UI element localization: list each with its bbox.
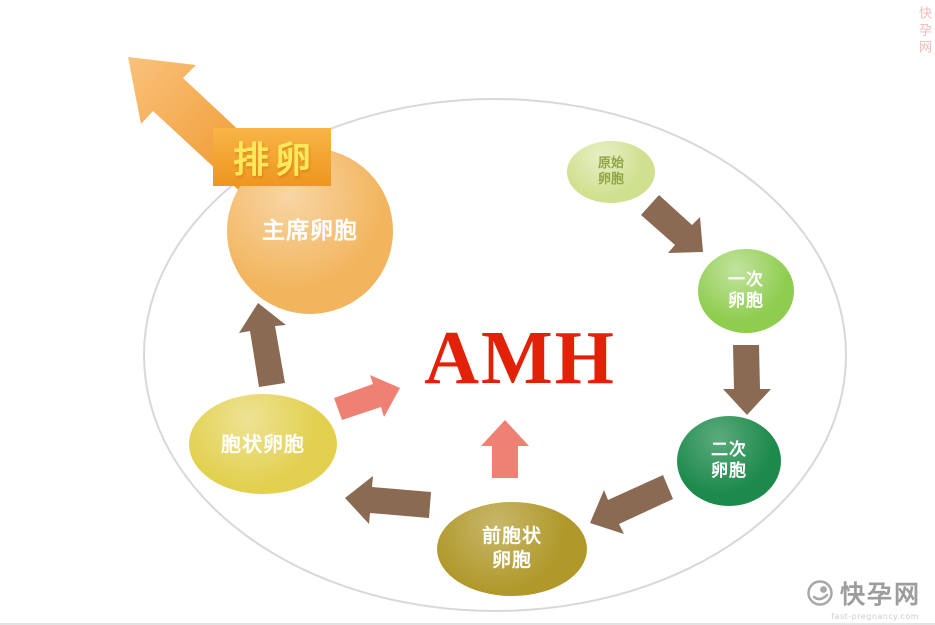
node-preantral-label: 前胞状 卵胞 [481, 525, 542, 571]
site-watermark-text: 快孕网 [839, 580, 921, 609]
node-antral-follicle: 胞状卵胞 [189, 394, 337, 494]
node-primordial-label: 原始 卵胞 [597, 156, 624, 187]
node-secondary-label: 二次 卵胞 [711, 439, 747, 481]
amh-title: AMH [424, 316, 616, 400]
node-dominant-label: 主席卵胞 [262, 217, 358, 244]
site-logo-icon [807, 580, 833, 606]
node-primary-follicle: 一次 卵胞 [698, 249, 794, 333]
node-primary-label: 一次 卵胞 [728, 269, 764, 311]
cycle-outline-ellipse [143, 98, 847, 612]
site-watermark: 快孕网 [805, 575, 921, 611]
node-secondary-follicle: 二次 卵胞 [677, 416, 781, 506]
node-preantral-follicle: 前胞状 卵胞 [437, 502, 587, 596]
ovulation-label: 排卵 [213, 128, 331, 186]
node-primordial-follicle: 原始 卵胞 [567, 141, 655, 203]
corner-watermark-text: 快孕网 [916, 6, 931, 57]
site-watermark-url: fast-pregnancy.com [831, 612, 919, 621]
node-antral-label: 胞状卵胞 [221, 431, 305, 456]
